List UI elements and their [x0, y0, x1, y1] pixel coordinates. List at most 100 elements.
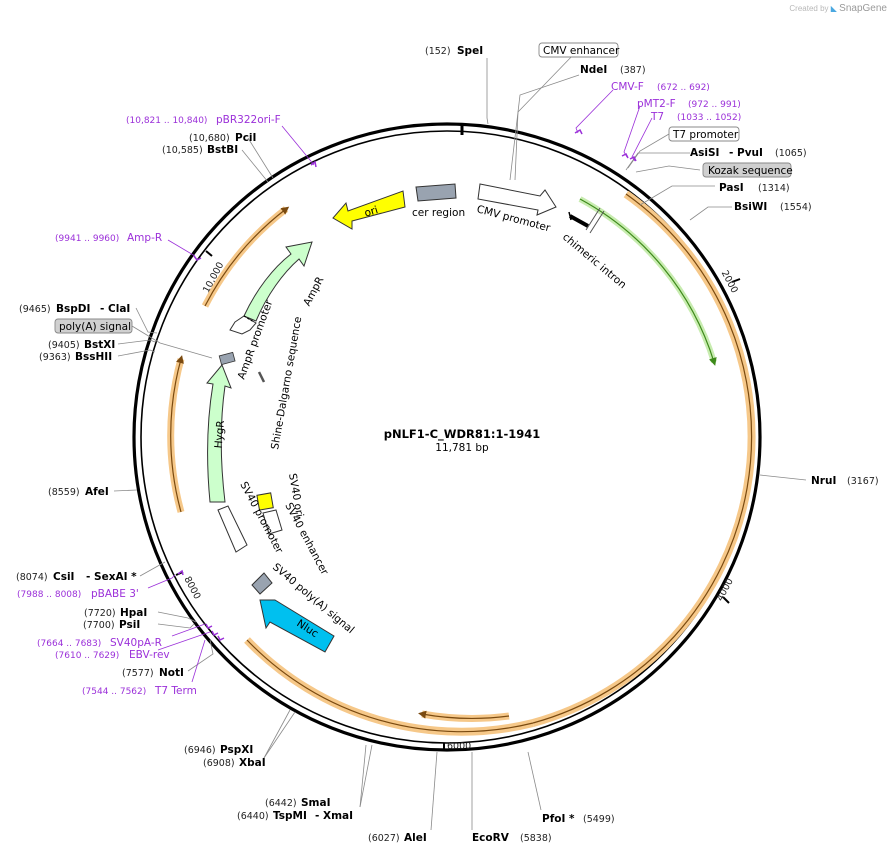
- site-bsiwi-name: BsiWI: [734, 201, 767, 213]
- feature-chimeric-intron: [568, 207, 605, 234]
- cmv-enhancer-box: [538, 42, 619, 58]
- site-afei-name: AfeI: [85, 486, 109, 498]
- feature-sv40-enhancer-box: [262, 509, 283, 535]
- primer-ampr-pos: (9941 .. 9960): [55, 234, 119, 244]
- primer-pbr322orif-pos: (10,821 .. 10,840): [126, 116, 207, 126]
- primer-ebvrev-pos: (7610 .. 7629): [55, 651, 119, 661]
- site-csii-pos: (8074): [16, 572, 48, 583]
- site-ndei-pos: (387): [620, 65, 646, 76]
- site-bsshii-name: BssHII: [75, 351, 112, 363]
- site-pspxi-pos: (6946): [184, 745, 216, 756]
- primer-ampr-name: Amp-R: [127, 232, 162, 244]
- site-bspdi-pos: (9465): [19, 304, 51, 315]
- feature-cer-region: [415, 183, 457, 202]
- site-bstbi-name: BstBI: [207, 144, 238, 156]
- site-bspdi-name: BspDI: [56, 303, 90, 315]
- site-psii-name: PsiI: [119, 619, 140, 631]
- primer-cmvf-pos: (672 .. 692): [657, 83, 710, 93]
- kozak-sequence-label: Kozak sequence: [708, 165, 793, 177]
- plasmid-name: pNLF1-C_WDR81:1-1941: [384, 427, 540, 442]
- primer-ebvrev-name: EBV-rev: [129, 649, 170, 661]
- ampr-promoter-dots: [243, 315, 255, 323]
- primer-pmt2f-pos: (972 .. 991): [688, 100, 741, 110]
- site-alei-pos: (6027): [368, 833, 400, 844]
- feature-sv40-enhancer-label: SV40 enhancer: [282, 501, 330, 578]
- site-asisi-suffix: - PvuI: [729, 147, 763, 159]
- site-pasi-pos: (1314): [758, 183, 790, 194]
- site-spei-name: SpeI: [457, 45, 483, 57]
- site-labels: (152) SpeI NdeI (387) AsiSI - PvuI (1065…: [16, 45, 879, 844]
- site-tspmi-name: TspMI: [273, 810, 307, 822]
- primer-pbabe3-name: pBABE 3': [91, 588, 139, 600]
- site-alei-name: AleI: [404, 832, 427, 844]
- t7-promoter-label: T7 promoter: [672, 129, 739, 141]
- site-bstbi-pos: (10,585): [162, 145, 203, 156]
- primer-pbr322orif-name: pBR322ori-F: [216, 114, 281, 126]
- site-xbai-name: XbaI: [239, 757, 266, 769]
- primer-sv40par-name: SV40pA-R: [110, 637, 162, 649]
- kozak-sequence-box: [702, 162, 792, 178]
- feature-sv40-promoter-arrow: [217, 505, 248, 553]
- site-leader-lines: [113, 52, 807, 831]
- site-smai-name: SmaI: [301, 797, 331, 809]
- site-asisi-pos: (1065): [775, 148, 807, 159]
- site-bspdi-suffix: - ClaI: [100, 303, 130, 315]
- feature-sv40-polya-box: [251, 572, 273, 595]
- site-csii-name: CsiI: [53, 571, 74, 583]
- primer-cmvf-name: CMV-F: [611, 81, 644, 93]
- feature-ampr-label: AmpR: [301, 275, 326, 308]
- feature-nluc-arrow: [259, 599, 335, 653]
- site-nrui-pos: (3167): [847, 476, 879, 487]
- site-ecorv-name: EcoRV: [472, 832, 510, 844]
- site-ndei-name: NdeI: [580, 64, 607, 76]
- site-csii-suffix: - SexAI *: [86, 571, 137, 583]
- primer-t7term-name: T7 Term: [154, 685, 197, 697]
- primer-marks: [177, 128, 637, 642]
- snapgene-logo-icon: ◣: [830, 4, 837, 13]
- site-noti-pos: (7577): [122, 668, 154, 679]
- ruler-label-8000: 8000: [181, 575, 202, 602]
- site-noti-name: NotI: [159, 667, 184, 679]
- ruler-tick-10000: [205, 250, 213, 257]
- primer-sv40par-pos: (7664 .. 7683): [37, 639, 101, 649]
- primer-pbabe3-pos: (7988 .. 8008): [17, 590, 81, 600]
- primer-labels: CMV-F (672 .. 692) pMT2-F (972 .. 991) T…: [17, 81, 741, 697]
- feature-shine-dalgarno-mark: [257, 371, 266, 383]
- boxed-labels: CMV enhancer T7 promoter Kozak sequence …: [54, 42, 793, 334]
- feature-hygr-arrow: [206, 364, 232, 503]
- site-xbai-pos: (6908): [203, 758, 235, 769]
- site-bsshii-pos: (9363): [39, 352, 71, 363]
- site-tspmi-pos: (6440): [237, 811, 269, 822]
- ruler-tick-4000: [722, 596, 730, 604]
- credit-brand: SnapGene: [839, 3, 887, 14]
- feature-hygr-label: HygR: [213, 420, 227, 449]
- primer-t7-pos: (1033 .. 1052): [677, 113, 741, 123]
- credit-prefix: Created by: [789, 4, 829, 13]
- insert-arc: [578, 196, 717, 363]
- feature-sv40-ori-box: [256, 492, 274, 511]
- site-pspxi-name: PspXI: [220, 744, 253, 756]
- feature-ori-arrow: [332, 190, 406, 230]
- insert-arc-line: [579, 198, 717, 366]
- site-spei-pos: (152): [425, 46, 451, 57]
- ruler-label-2000: 2000: [719, 269, 740, 296]
- site-hpai-pos: (7720): [84, 608, 116, 619]
- site-bstxi-name: BstXI: [84, 339, 115, 351]
- feature-ampr-arrow: [243, 241, 313, 322]
- feature-shine-dalgarno-label: Shine-Dalgarno sequence: [269, 316, 304, 451]
- site-ecorv-pos: (5838): [520, 833, 552, 844]
- feature-cmv-promoter-arrow: [477, 183, 557, 216]
- site-bstxi-pos: (9405): [48, 340, 80, 351]
- feature-ori-label: ori: [363, 204, 380, 219]
- polya-signal-label: poly(A) signal: [59, 321, 131, 333]
- site-tspmi-suffix: - XmaI: [315, 810, 353, 822]
- orf-arcs: [167, 190, 756, 736]
- site-pasi-name: PasI: [719, 182, 744, 194]
- ruler-label-6000: 6000: [447, 741, 471, 752]
- feature-unnamed-gray-box: [218, 351, 236, 366]
- ruler-tick-2000: [731, 278, 741, 283]
- site-nrui-name: NruI: [811, 475, 836, 487]
- feature-chimeric-intron-label: chimeric intron: [560, 231, 628, 291]
- site-pcii-name: PciI: [235, 132, 256, 144]
- primer-t7term-pos: (7544 .. 7562): [82, 687, 146, 697]
